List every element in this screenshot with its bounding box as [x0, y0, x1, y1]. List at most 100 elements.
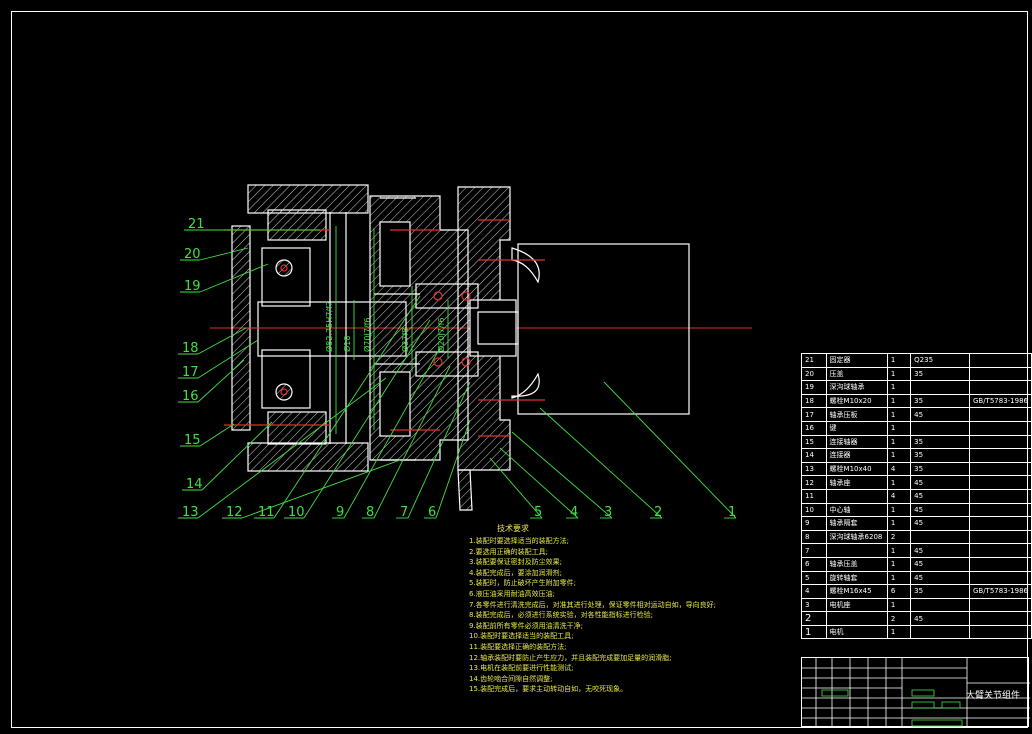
bom-cell: [968, 488, 1032, 504]
bom-cell: [968, 366, 1032, 382]
bom-cell: 45: [910, 407, 970, 422]
part-label-5: 5: [534, 505, 542, 520]
bom-cell: 1: [886, 502, 912, 518]
bom-cell: [968, 556, 1032, 572]
bom-cell: [910, 529, 970, 545]
bom-cell: [968, 353, 1032, 368]
dimension-lines: [335, 226, 449, 434]
bom-cell: [968, 570, 1032, 586]
bom-cell: [968, 529, 1032, 545]
bom-cell: 1: [886, 556, 912, 572]
bom-cell: GB/T5783-1986: [968, 584, 1032, 599]
bom-cell: [825, 611, 888, 626]
leader-line-1: [603, 381, 737, 519]
leader-line-2: [539, 407, 663, 519]
bom-cell: 6: [886, 584, 912, 599]
bom-cell: 35: [910, 461, 970, 477]
note-item: 9.装配前所有零件必须用油清洗干净;: [469, 621, 584, 630]
bom-cell: 压盖: [825, 366, 888, 382]
bom-cell: 45: [910, 475, 970, 490]
bom-cell: 电机: [825, 624, 888, 640]
bom-cell: [968, 461, 1032, 477]
part-label-10: 10: [288, 505, 305, 520]
bom-cell: [968, 611, 1032, 626]
bom-cell: 1: [886, 448, 912, 463]
title-block: [801, 657, 1030, 728]
bom-cell: 1: [886, 624, 912, 640]
dimension-3: Ø70J7/f6: [362, 317, 372, 352]
part-label-8: 8: [366, 505, 374, 520]
leader-line-15: [199, 423, 235, 447]
bom-cell: [968, 543, 1032, 558]
leader-line-6: [435, 419, 471, 519]
bom-cell: 螺栓M10x20: [825, 393, 888, 409]
bom-cell: [910, 624, 970, 640]
note-item: 4.装配完成后，要涂加润滑剂;: [469, 568, 563, 577]
bom-cell: [968, 380, 1032, 395]
bom-cell: 4: [886, 461, 912, 477]
bom-cell: 20: [801, 366, 827, 382]
bom-cell: 2: [886, 611, 912, 626]
assembly-body: [210, 184, 752, 511]
bom-cell: 1: [886, 434, 912, 450]
part-label-14: 14: [186, 477, 203, 492]
notes-title: 技术要求: [497, 524, 529, 533]
bom-cell: 21: [801, 353, 827, 368]
note-item: 14.齿轮啮合间隙自然调整;: [469, 674, 553, 683]
bom-cell: 1: [886, 407, 912, 422]
note-item: 3.装配要保证密封及防尘效果;: [469, 558, 563, 567]
leader-line-19: [199, 263, 269, 293]
bom-cell: [968, 448, 1032, 463]
note-item: 2.要选用正确的装配工具;: [469, 547, 549, 556]
bom-cell: 键: [825, 420, 888, 436]
note-item: 12.轴承装配时要防止产生应力，并且装配完成要加足量的润滑脂;: [469, 653, 672, 662]
part-label-18: 18: [182, 341, 199, 356]
bom-cell: 8: [801, 529, 827, 545]
bom-cell: 45: [910, 516, 970, 531]
leader-line-14: [201, 421, 273, 491]
note-item: 6.液压油采用耐油高效压油;: [469, 590, 556, 598]
dimension-5: Ø20J7/f6: [436, 317, 446, 352]
dimension-2: Ø18: [342, 336, 352, 352]
title-block-name: 大臂关节组件: [966, 691, 1021, 701]
bom-cell: 16: [801, 420, 827, 436]
bom-cell: 2: [886, 529, 912, 545]
bom-cell: Q235: [910, 353, 970, 368]
bom-cell: 45: [910, 556, 970, 572]
bom-cell: 2: [801, 611, 827, 626]
part-label-3: 3: [604, 505, 612, 520]
bom-cell: 45: [910, 611, 970, 626]
bom-cell: 6: [801, 556, 827, 572]
bom-cell: 45: [910, 570, 970, 586]
part-label-4: 4: [570, 505, 578, 520]
bom-cell: 3: [801, 597, 827, 613]
bom-cell: 1: [886, 543, 912, 558]
part-label-12: 12: [226, 505, 243, 520]
bom-cell: 5: [801, 570, 827, 586]
part-label-7: 7: [400, 505, 408, 520]
bom-cell: 深沟球轴承6208: [825, 529, 888, 545]
leader-line-3: [511, 431, 613, 519]
bom-cell: 12: [801, 475, 827, 490]
part-label-6: 6: [428, 505, 436, 520]
bom-cell: 10: [801, 502, 827, 518]
bom-cell: 19: [801, 380, 827, 395]
bom-cell: 螺栓M16x45: [825, 584, 888, 599]
bom-cell: [968, 624, 1032, 640]
